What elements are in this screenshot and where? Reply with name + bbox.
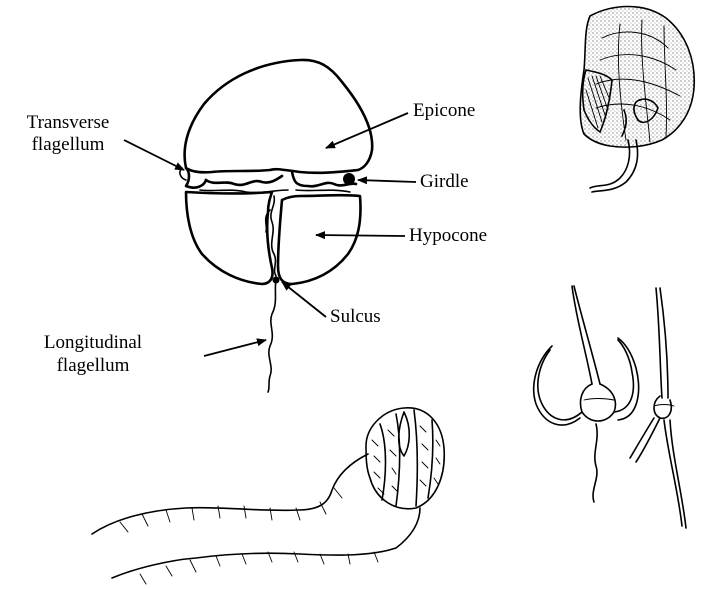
main-dinoflagellate-drawing <box>180 60 372 392</box>
label-longitudinal-flagellum-line1: Longitudinal <box>28 332 158 354</box>
longitudinal-flagellum-line <box>268 280 276 392</box>
stippled-dinoflagellate-drawing <box>580 7 694 193</box>
transverse-flagellum-arrow <box>124 140 184 170</box>
tentacle-cell-drawing <box>92 408 444 584</box>
hypocone-right-shape <box>278 195 361 284</box>
girdle-arrow <box>358 180 416 182</box>
sulcus-arrow <box>282 282 326 317</box>
label-hypocone: Hypocone <box>409 225 487 247</box>
label-longitudinal-flagellum-line2: flagellum <box>28 355 158 377</box>
ceratium-drawing <box>534 286 686 528</box>
label-epicone: Epicone <box>413 100 475 122</box>
label-girdle: Girdle <box>420 171 469 193</box>
label-transverse-flagellum-line1: Transverse <box>14 112 122 134</box>
longitudinal-flagellum-arrow <box>204 340 266 356</box>
hypocone-arrow <box>316 235 405 236</box>
label-transverse-flagellum-line2: flagellum <box>14 134 122 156</box>
girdle-dot <box>343 173 355 185</box>
hypocone-left-shape <box>186 192 273 284</box>
epicone-arrow <box>326 113 408 148</box>
label-sulcus: Sulcus <box>330 306 381 328</box>
epicone-shape <box>185 60 373 173</box>
